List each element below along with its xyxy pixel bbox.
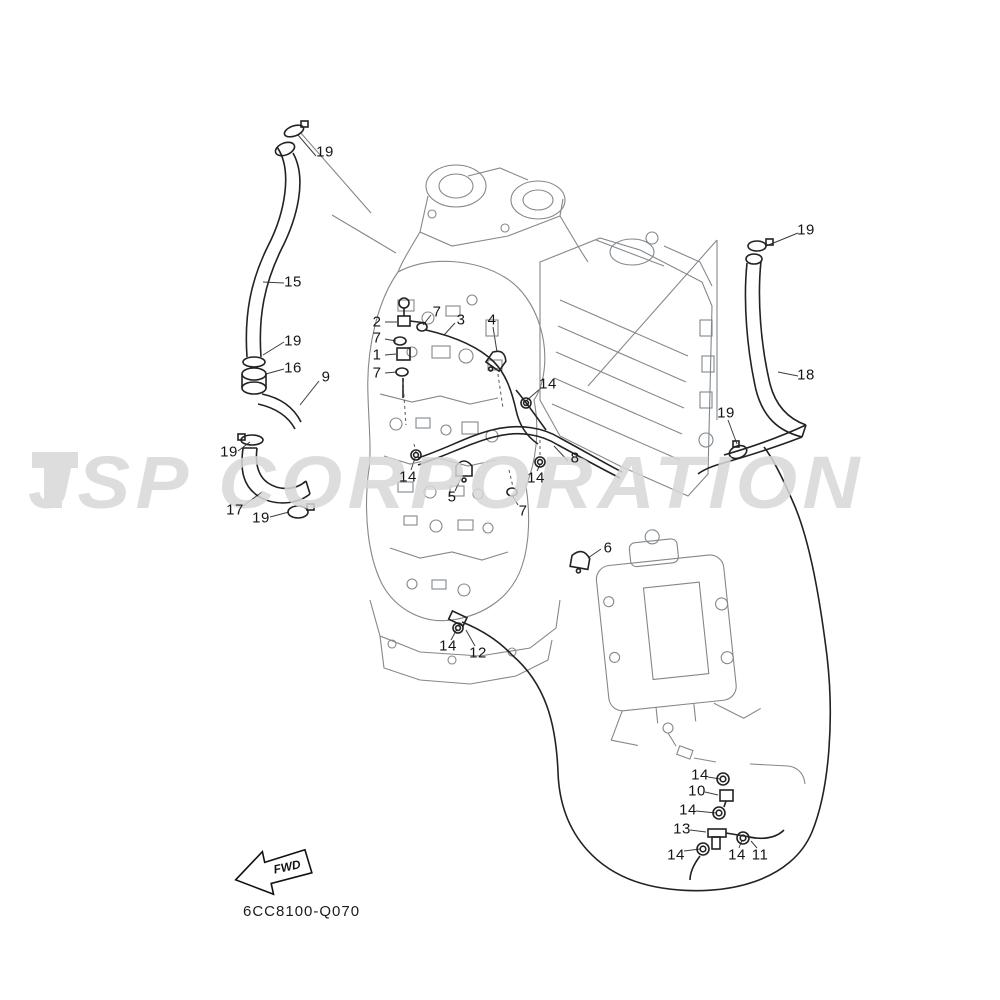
- hose-engine-right: [697, 424, 807, 475]
- drawing-code: 6CC8100-Q070: [243, 903, 361, 920]
- fitting-10: [719, 789, 734, 802]
- vapor-separator-tank: [595, 529, 761, 747]
- clamp-19-right: [728, 440, 748, 460]
- engine-block: [299, 131, 806, 785]
- bracket-clamp-5: [455, 460, 473, 483]
- hose-12: [461, 621, 513, 656]
- clamps-14: [410, 397, 750, 856]
- hoses-and-fittings: [237, 120, 832, 892]
- fwd-label: FWD: [272, 857, 302, 876]
- hose-9: [257, 393, 302, 430]
- clamp-7-lower: [506, 487, 518, 497]
- hose-8: [417, 425, 623, 479]
- clamp-19-lower-left: [287, 503, 315, 519]
- hose-11-loop: [511, 446, 832, 892]
- leader-lines: [237, 134, 799, 852]
- hose-15: [245, 141, 301, 358]
- assembly-dashed-lines: [402, 367, 541, 488]
- fitting-stack-1-2-7: [393, 297, 428, 398]
- joint-16: [241, 367, 267, 395]
- clamp-19-top-left: [283, 120, 309, 138]
- hose-3: [425, 329, 539, 445]
- fwd-arrow: FWD: [234, 848, 313, 896]
- hose-18: [744, 253, 807, 438]
- hose-17: [241, 447, 311, 504]
- bracket-clamp-4: [484, 350, 507, 373]
- tee-fitting-13: [707, 828, 727, 850]
- hose-to-clamp-14: [515, 389, 547, 431]
- clamp-19-mid-left: [237, 433, 264, 446]
- fitting-12: [447, 609, 469, 627]
- bracket-clamp-6: [569, 550, 591, 574]
- clamp-19-left: [242, 356, 266, 368]
- clamp-19-top-right: [747, 238, 774, 252]
